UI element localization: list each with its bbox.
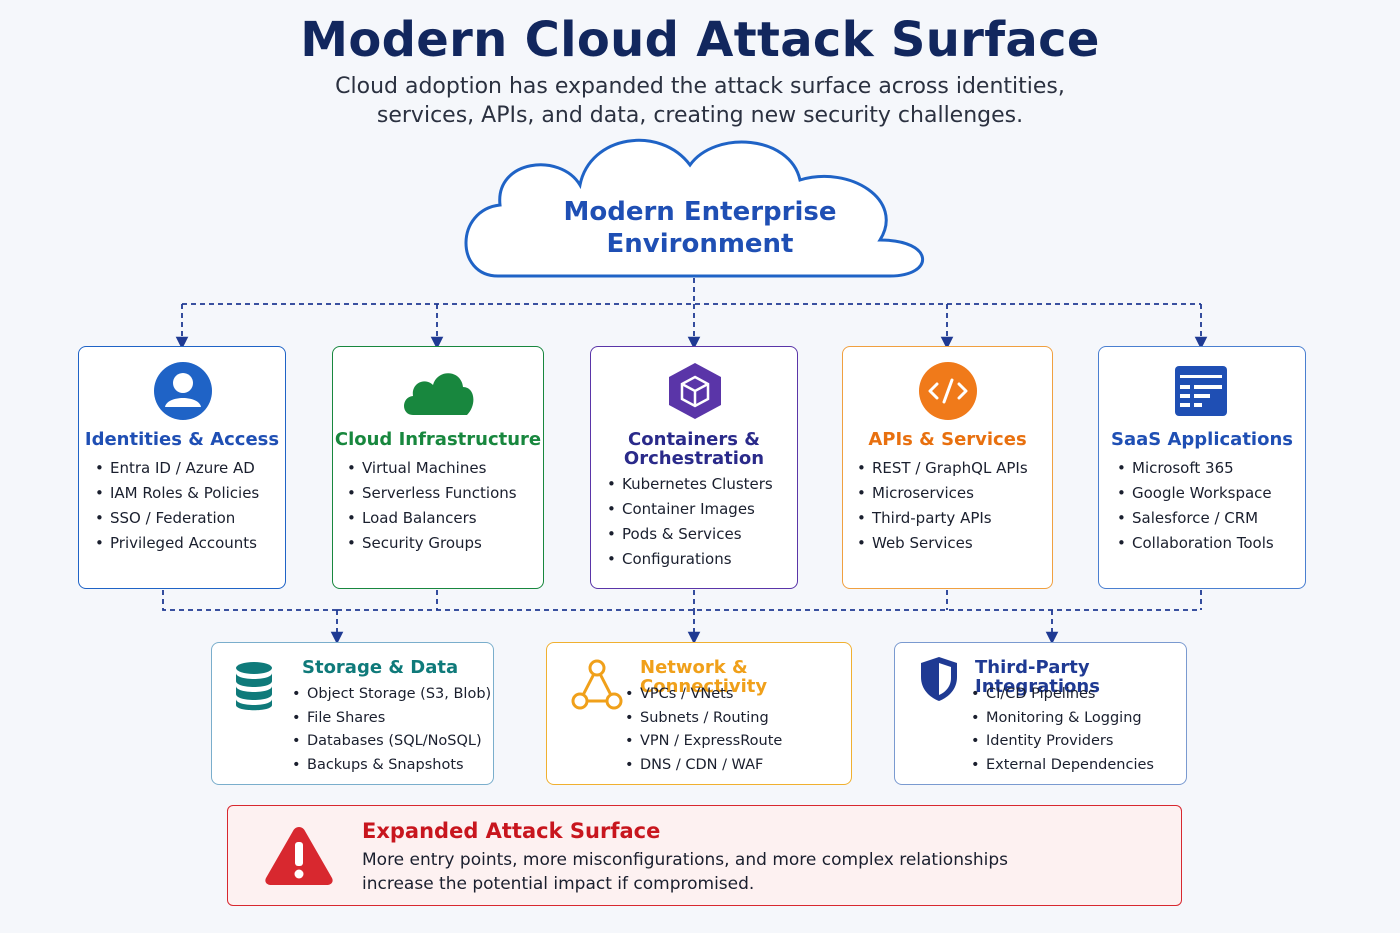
- user-icon: [154, 362, 212, 420]
- alert-banner: Expanded Attack Surface More entry point…: [227, 805, 1182, 906]
- list-item: SSO / Federation: [95, 506, 259, 531]
- container-cube-icon: [669, 363, 721, 419]
- list-item: IAM Roles & Policies: [95, 481, 259, 506]
- list-item: Google Workspace: [1117, 481, 1274, 506]
- list-item: Container Images: [607, 497, 773, 522]
- list-item: Microsoft 365: [1117, 456, 1274, 481]
- card-saas-applications: SaaS Applications Microsoft 365 Google W…: [1098, 346, 1306, 589]
- item-list: CI/CD Pipelines Monitoring & Logging Ide…: [971, 683, 1154, 777]
- cloud-label: Modern Enterprise Environment: [520, 196, 880, 260]
- alert-body: More entry points, more misconfiguration…: [362, 848, 1122, 896]
- alert-body-line-1: More entry points, more misconfiguration…: [362, 850, 1008, 870]
- card-network-connectivity: Network & Connectivity VPCs / VNets Subn…: [546, 642, 852, 785]
- list-item: Collaboration Tools: [1117, 531, 1274, 556]
- card-identities-access: Identities & Access Entra ID / Azure AD …: [78, 346, 286, 589]
- card-title: SaaS Applications: [1110, 429, 1293, 450]
- card-title: Identities & Access: [84, 429, 280, 450]
- item-list: REST / GraphQL APIs Microservices Third-…: [857, 456, 1028, 556]
- list-item: Object Storage (S3, Blob): [292, 683, 491, 707]
- list-item: Web Services: [857, 531, 1028, 556]
- item-list: Kubernetes Clusters Container Images Pod…: [607, 472, 773, 572]
- list-item: Load Balancers: [347, 506, 517, 531]
- cloud-label-line-1: Modern Enterprise: [563, 197, 837, 227]
- list-item: Security Groups: [347, 531, 517, 556]
- list-item: Kubernetes Clusters: [607, 472, 773, 497]
- subtitle-line-1: Cloud adoption has expanded the attack s…: [335, 74, 1065, 99]
- diagram-subtitle: Cloud adoption has expanded the attack s…: [300, 72, 1100, 130]
- card-containers-orchestration: Containers & Orchestration Kubernetes Cl…: [590, 346, 798, 589]
- list-item: Salesforce / CRM: [1117, 506, 1274, 531]
- list-item: DNS / CDN / WAF: [625, 754, 782, 778]
- list-item: CI/CD Pipelines: [971, 683, 1154, 707]
- code-icon: [919, 362, 977, 420]
- list-item: Subnets / Routing: [625, 707, 782, 731]
- card-title-line-2: Orchestration: [623, 448, 765, 469]
- list-item: VPCs / VNets: [625, 683, 782, 707]
- list-item: Monitoring & Logging: [971, 707, 1154, 731]
- list-item: Serverless Functions: [347, 481, 517, 506]
- card-title: APIs & Services: [868, 429, 1027, 450]
- alert-body-line-2: increase the potential impact if comprom…: [362, 874, 755, 894]
- list-item: Configurations: [607, 547, 773, 572]
- card-title: Storage & Data: [302, 657, 459, 678]
- warning-icon: [265, 827, 333, 885]
- card-cloud-infrastructure: Cloud Infrastructure Virtual Machines Se…: [332, 346, 544, 589]
- card-title: Containers & Orchestration: [591, 430, 797, 468]
- item-list: VPCs / VNets Subnets / Routing VPN / Exp…: [625, 683, 782, 777]
- network-icon: [571, 659, 623, 710]
- list-item: Pods & Services: [607, 522, 773, 547]
- shield-icon: [921, 657, 957, 701]
- item-list: Object Storage (S3, Blob) File Shares Da…: [292, 683, 491, 777]
- card-third-party-integrations: Third-Party Integrations CI/CD Pipelines…: [894, 642, 1187, 785]
- list-item: Microservices: [857, 481, 1028, 506]
- list-item: REST / GraphQL APIs: [857, 456, 1028, 481]
- card-apis-services: APIs & Services REST / GraphQL APIs Micr…: [842, 346, 1053, 589]
- list-item: Databases (SQL/NoSQL): [292, 730, 491, 754]
- list-item: External Dependencies: [971, 754, 1154, 778]
- list-item: Virtual Machines: [347, 456, 517, 481]
- database-icon: [236, 662, 272, 711]
- list-item: Identity Providers: [971, 730, 1154, 754]
- item-list: Virtual Machines Serverless Functions Lo…: [347, 456, 517, 556]
- list-item: Privileged Accounts: [95, 531, 259, 556]
- list-item: VPN / ExpressRoute: [625, 730, 782, 754]
- cloud-label-line-2: Environment: [606, 229, 794, 259]
- list-item: File Shares: [292, 707, 491, 731]
- diagram-title: Modern Cloud Attack Surface: [300, 12, 1100, 68]
- app-window-icon: [1175, 366, 1227, 416]
- cloud-icon: [404, 373, 474, 415]
- item-list: Entra ID / Azure AD IAM Roles & Policies…: [95, 456, 259, 556]
- card-title-line-1: Containers &: [628, 429, 760, 450]
- alert-title: Expanded Attack Surface: [362, 819, 661, 843]
- list-item: Third-party APIs: [857, 506, 1028, 531]
- card-title: Cloud Infrastructure: [334, 429, 542, 450]
- item-list: Microsoft 365 Google Workspace Salesforc…: [1117, 456, 1274, 556]
- card-storage-data: Storage & Data Object Storage (S3, Blob)…: [211, 642, 494, 785]
- subtitle-line-2: services, APIs, and data, creating new s…: [376, 103, 1024, 128]
- connector-from-identities: [162, 590, 337, 611]
- cloud-shape: [464, 138, 924, 278]
- list-item: Backups & Snapshots: [292, 754, 491, 778]
- list-item: Entra ID / Azure AD: [95, 456, 259, 481]
